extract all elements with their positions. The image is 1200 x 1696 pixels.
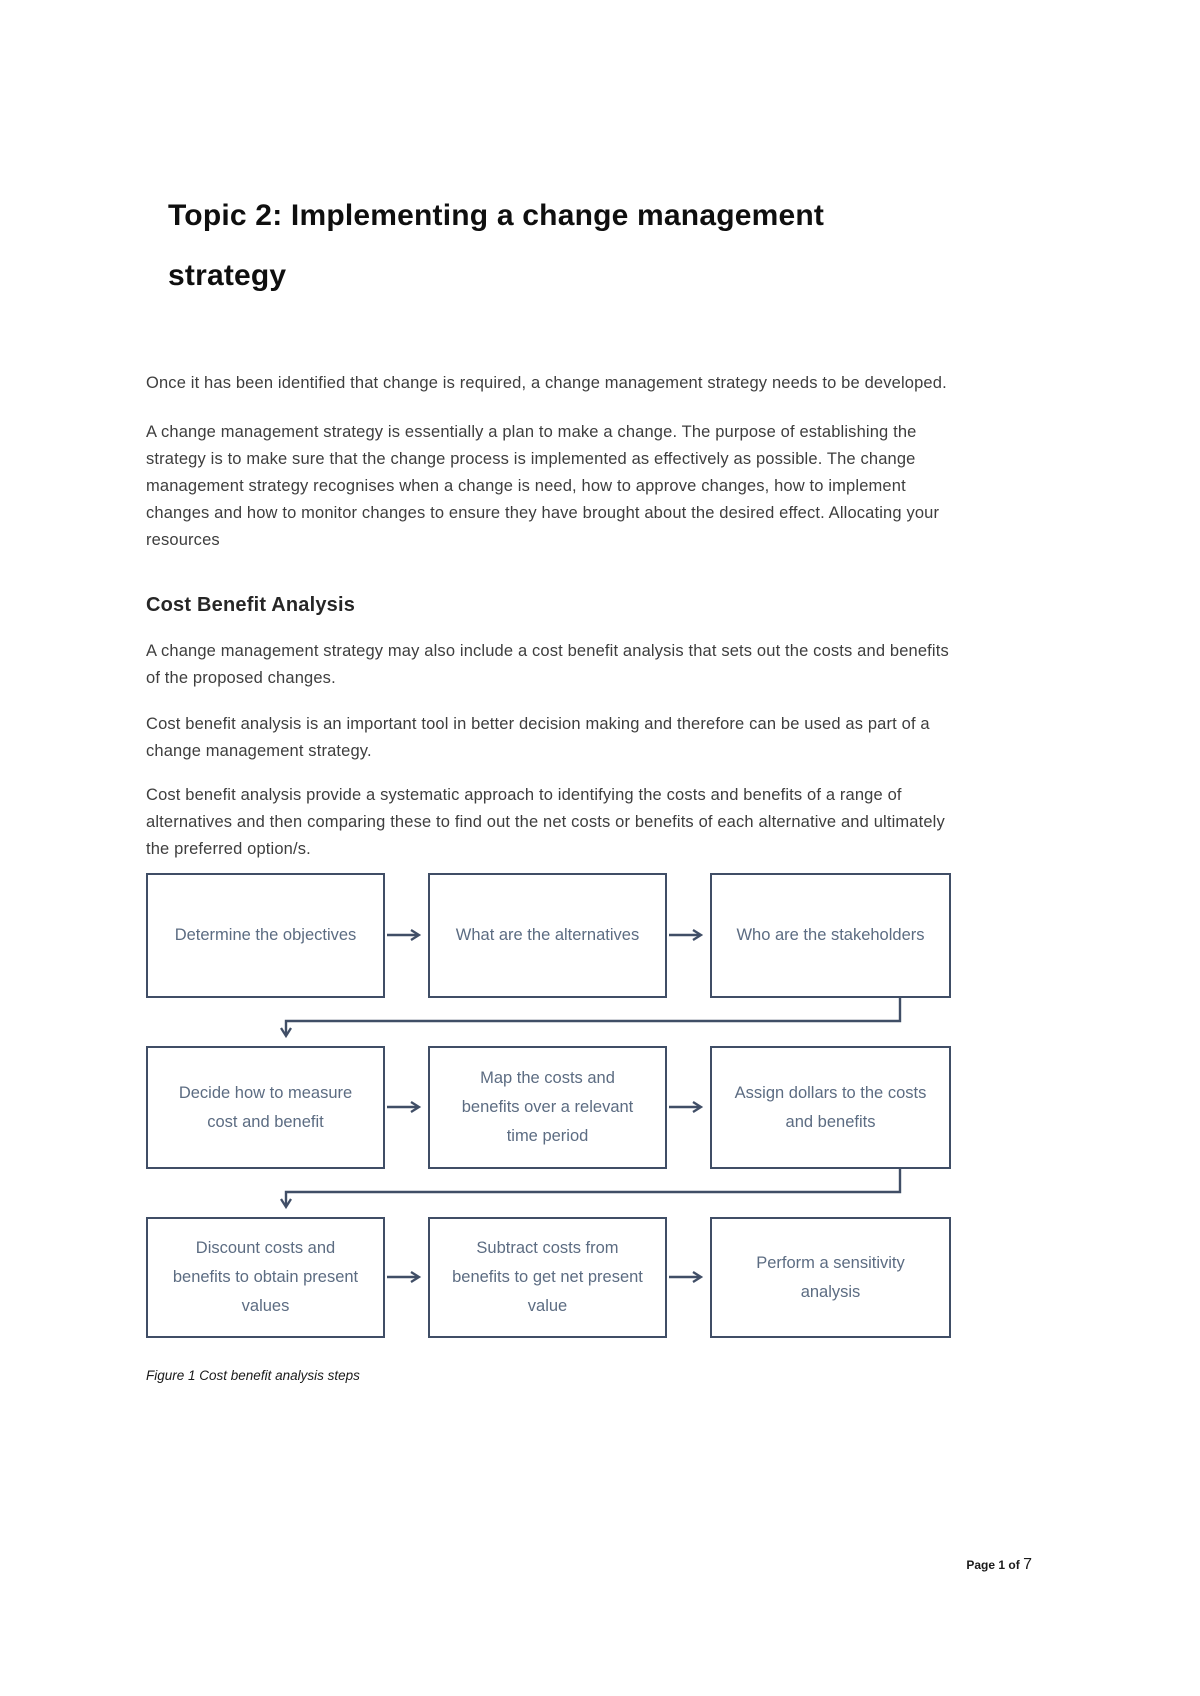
flowchart-step-determine-objectives: Determine the objectives <box>146 873 385 998</box>
arrow-step6-step7-elbow <box>280 1169 902 1210</box>
flowchart-step-assign-dollars: Assign dollars to the costs and benefits <box>710 1046 951 1169</box>
footer-page-number: 1 <box>998 1558 1006 1572</box>
flowchart-step-subtract-costs: Subtract costs from benefits to get net … <box>428 1217 667 1338</box>
footer-page-label: Page <box>966 1558 996 1572</box>
section-heading-cost-benefit-analysis: Cost Benefit Analysis <box>146 594 356 616</box>
cost-benefit-paragraph-2: Cost benefit analysis is an important to… <box>146 715 930 760</box>
flowchart-step-alternatives: What are the alternatives <box>428 873 667 998</box>
flowchart-step-sensitivity-analysis: Perform a sensitivity analysis <box>710 1217 951 1338</box>
intro-paragraph-2: A change management strategy is essentia… <box>146 423 940 549</box>
cost-benefit-analysis-flowchart: Determine the objectives What are the al… <box>146 873 951 1338</box>
footer-total-pages: 7 <box>1023 1556 1032 1573</box>
flowchart-step-measure-cost-benefit: Decide how to measure cost and benefit <box>146 1046 385 1169</box>
cost-benefit-paragraph-3: Cost benefit analysis provide a systemat… <box>146 786 945 858</box>
footer-of-label: of <box>1008 1558 1020 1572</box>
page-footer: Page 1 of 7 <box>966 1556 1032 1574</box>
flowchart-step-stakeholders: Who are the stakeholders <box>710 873 951 998</box>
document-content: Topic 2: Implementing a change managemen… <box>146 0 956 1383</box>
cost-benefit-paragraph-1: A change management strategy may also in… <box>146 642 949 687</box>
flowchart-step-map-costs-benefits: Map the costs and benefits over a releva… <box>428 1046 667 1169</box>
page-title: Topic 2: Implementing a change managemen… <box>168 199 825 292</box>
flowchart-step-discount-costs: Discount costs and benefits to obtain pr… <box>146 1217 385 1338</box>
intro-paragraph-1: Once it has been identified that change … <box>146 374 947 392</box>
arrow-step3-step4-elbow <box>280 998 902 1039</box>
figure-caption: Figure 1 Cost benefit analysis steps <box>146 1368 360 1383</box>
